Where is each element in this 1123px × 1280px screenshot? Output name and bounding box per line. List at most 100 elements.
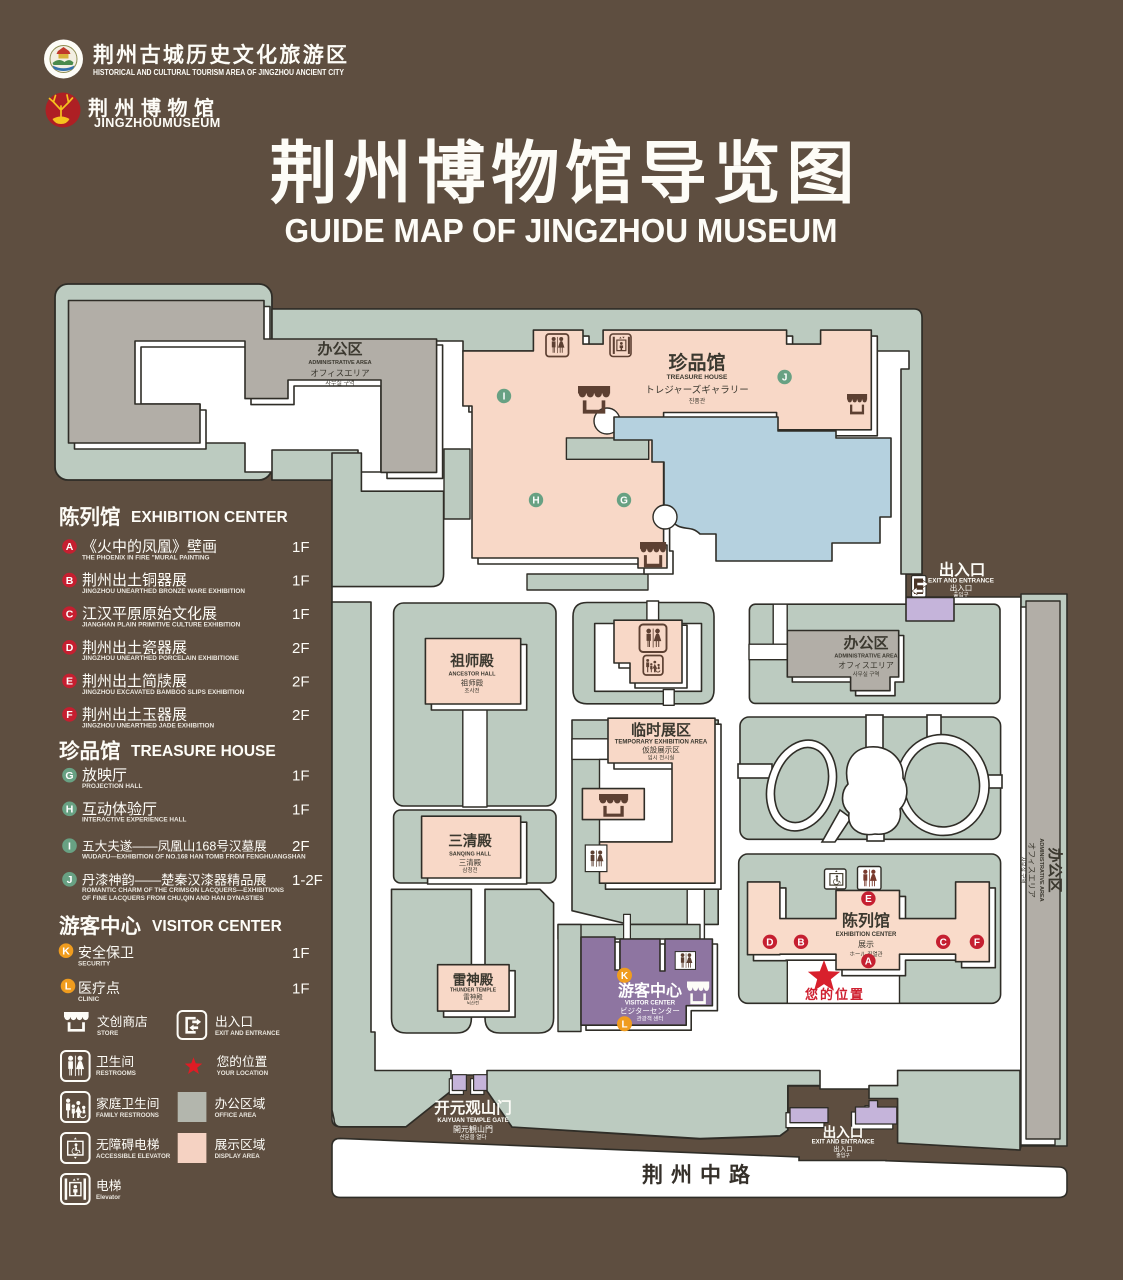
svg-text:H: H: [66, 804, 74, 816]
svg-text:JINGZHOU EXCAVATED BAMBOO SLIP: JINGZHOU EXCAVATED BAMBOO SLIPS EXHIBITI…: [82, 689, 245, 696]
svg-text:F: F: [66, 709, 73, 721]
svg-text:WUDAFU—EXHIBITION OF NO.168 HA: WUDAFU—EXHIBITION OF NO.168 HAN TOMB FRO…: [82, 854, 306, 861]
svg-text:1-2F: 1-2F: [292, 872, 323, 889]
svg-text:DISPLAY AREA: DISPLAY AREA: [215, 1153, 261, 1160]
svg-text:陈列馆: 陈列馆: [842, 911, 890, 930]
svg-text:I: I: [68, 840, 71, 852]
svg-text:FAMILY RESTROONS: FAMILY RESTROONS: [96, 1112, 159, 1119]
svg-text:珍品馆: 珍品馆: [59, 739, 121, 763]
svg-text:OF FINE LACQUERS FROM CHU,QIN: OF FINE LACQUERS FROM CHU,QIN AND HAN DY…: [82, 895, 264, 902]
svg-text:G: G: [620, 496, 628, 507]
svg-text:OFFICE AREA: OFFICE AREA: [215, 1112, 257, 1119]
svg-text:オフィスエリア: オフィスエリア: [310, 368, 369, 378]
svg-text:1F: 1F: [292, 573, 310, 590]
svg-text:江汉平原原始文化展: 江汉平原原始文化展: [82, 606, 217, 623]
svg-text:出入口: 出入口: [939, 560, 986, 579]
svg-text:荆州中路: 荆州中路: [642, 1163, 758, 1187]
svg-text:EXHIBITION CENTER: EXHIBITION CENTER: [131, 509, 288, 526]
svg-text:TREASURE HOUSE: TREASURE HOUSE: [667, 374, 728, 381]
svg-text:JINGZHOU UNEARTHED PORCELAIN E: JINGZHOU UNEARTHED PORCELAIN EXHIBITIONE: [82, 655, 240, 662]
svg-text:五大夫遂——凤凰山168号汉墓展: 五大夫遂——凤凰山168号汉墓展: [82, 840, 267, 854]
svg-text:뇌산전: 뇌산전: [467, 1000, 479, 1007]
svg-text:オフィスエリア: オフィスエリア: [1027, 842, 1036, 898]
svg-text:仮設展示区: 仮設展示区: [642, 745, 680, 755]
svg-text:PROJECTION HALL: PROJECTION HALL: [82, 783, 142, 790]
svg-text:THE PHOENIX IN FIRE "MURAL PAI: THE PHOENIX IN FIRE "MURAL PAINTING: [82, 554, 209, 561]
svg-text:C: C: [940, 937, 947, 948]
svg-text:삼청전: 삼청전: [462, 866, 477, 874]
svg-text:荆州出土铜器展: 荆州出土铜器展: [82, 572, 187, 589]
svg-text:EXIT AND ENTRANCE: EXIT AND ENTRANCE: [812, 1140, 875, 1146]
svg-text:JINGZHOU UNEARTHED JADE EXHIBI: JINGZHOU UNEARTHED JADE EXHIBITION: [82, 722, 214, 729]
svg-text:사무실 구역: 사무실 구역: [1019, 857, 1027, 884]
svg-text:ADMINISTRATIVE AREA: ADMINISTRATIVE AREA: [1038, 838, 1044, 901]
svg-text:荆州博物馆导览图: 荆州博物馆导览图: [270, 136, 860, 212]
svg-text:EXIT AND ENTRANCE: EXIT AND ENTRANCE: [215, 1030, 280, 1037]
svg-text:C: C: [66, 608, 74, 620]
svg-text:B: B: [797, 937, 804, 948]
svg-text:EXHIBITION CENTER: EXHIBITION CENTER: [836, 932, 897, 938]
svg-text:E: E: [66, 676, 73, 688]
svg-text:CLINIC: CLINIC: [78, 996, 100, 1003]
svg-text:三清殿: 三清殿: [459, 857, 482, 867]
svg-text:관광객 센터: 관광객 센터: [637, 1015, 664, 1023]
svg-text:文创商店: 文创商店: [97, 1015, 148, 1029]
svg-text:TEMPORARY EXHIBITION AREA: TEMPORARY EXHIBITION AREA: [615, 740, 708, 746]
svg-text:1F: 1F: [292, 945, 310, 962]
svg-text:B: B: [66, 575, 74, 587]
svg-text:荆州出土玉器展: 荆州出土玉器展: [82, 706, 187, 723]
svg-text:游客中心: 游客中心: [59, 914, 141, 938]
svg-text:L: L: [65, 981, 72, 993]
svg-text:RESTROOMS: RESTROOMS: [96, 1070, 136, 1077]
svg-text:家庭卫生间: 家庭卫生间: [96, 1096, 159, 1111]
svg-text:D: D: [66, 642, 74, 654]
svg-text:L: L: [621, 1019, 627, 1030]
svg-text:オフィスエリア: オフィスエリア: [838, 661, 894, 670]
svg-text:진품관: 진품관: [689, 397, 706, 405]
svg-text:STORE: STORE: [97, 1030, 118, 1037]
svg-text:珍品馆: 珍品馆: [668, 351, 725, 374]
svg-text:G: G: [65, 770, 73, 782]
svg-text:ACCESSIBLE ELEVATOR: ACCESSIBLE ELEVATOR: [96, 1153, 171, 1160]
svg-text:荆州博物馆: 荆州博物馆: [88, 96, 221, 120]
svg-text:您的位置: 您的位置: [217, 1054, 268, 1069]
svg-text:VISITOR CENTER: VISITOR CENTER: [152, 918, 282, 935]
svg-text:电梯: 电梯: [96, 1179, 122, 1193]
svg-text:THUNDER TEMPLE: THUNDER TEMPLE: [450, 988, 497, 994]
svg-text:I: I: [503, 392, 506, 403]
svg-text:陈列馆: 陈列馆: [59, 505, 121, 529]
svg-text:游客中心: 游客中心: [618, 981, 682, 1000]
svg-text:三清殿: 三清殿: [448, 832, 492, 850]
svg-text:KAIYUAN TEMPLE GATE: KAIYUAN TEMPLE GATE: [437, 1118, 508, 1124]
svg-text:トレジャーズギャラリー: トレジャーズギャラリー: [645, 384, 749, 396]
svg-text:J: J: [67, 874, 73, 886]
svg-text:荆州古城历史文化旅游区: 荆州古城历史文化旅游区: [93, 43, 349, 67]
svg-text:JIANGHAN PLAIN PRIMITIVE CULTU: JIANGHAN PLAIN PRIMITIVE CULTURE EXHIBIT…: [82, 622, 241, 629]
svg-text:荆州出土简牍展: 荆州出土简牍展: [82, 673, 187, 690]
svg-text:VISITOR CENTER: VISITOR CENTER: [625, 1001, 676, 1007]
svg-text:1F: 1F: [292, 981, 310, 998]
svg-text:GUIDE MAP OF JINGZHOU MUSEUM: GUIDE MAP OF JINGZHOU MUSEUM: [285, 212, 838, 249]
svg-text:TREASURE HOUSE: TREASURE HOUSE: [131, 743, 276, 760]
svg-text:祖师殿: 祖师殿: [461, 678, 484, 688]
svg-text:1F: 1F: [292, 801, 310, 818]
svg-text:您的位置: 您的位置: [805, 987, 865, 1002]
svg-text:展示区域: 展示区域: [215, 1138, 266, 1152]
svg-text:J: J: [782, 373, 788, 384]
svg-text:출입구: 출입구: [836, 1152, 850, 1159]
svg-text:出入口: 出入口: [823, 1124, 864, 1140]
svg-text:2F: 2F: [292, 673, 310, 690]
svg-text:開元観山門: 開元観山門: [453, 1124, 493, 1134]
svg-text:办公区: 办公区: [317, 340, 362, 358]
svg-text:INTERACTIVE EXPERIENCE HALL: INTERACTIVE EXPERIENCE HALL: [82, 817, 186, 824]
svg-text:祖师殿: 祖师殿: [449, 652, 494, 670]
svg-text:ANCESTOR HALL: ANCESTOR HALL: [449, 672, 497, 678]
svg-text:安全保卫: 安全保卫: [78, 945, 134, 961]
svg-text:사무실 구역: 사무실 구역: [325, 379, 354, 387]
svg-text:1F: 1F: [292, 539, 310, 556]
svg-text:SANQING HALL: SANQING HALL: [449, 852, 492, 858]
svg-text:임시 전시실: 임시 전시실: [648, 754, 675, 762]
svg-text:2F: 2F: [292, 838, 310, 855]
svg-text:JINGZHOU UNEARTHED BRONZE WARE: JINGZHOU UNEARTHED BRONZE WARE EXHIBITIO…: [82, 588, 245, 595]
svg-text:雷神殿: 雷神殿: [453, 972, 494, 988]
